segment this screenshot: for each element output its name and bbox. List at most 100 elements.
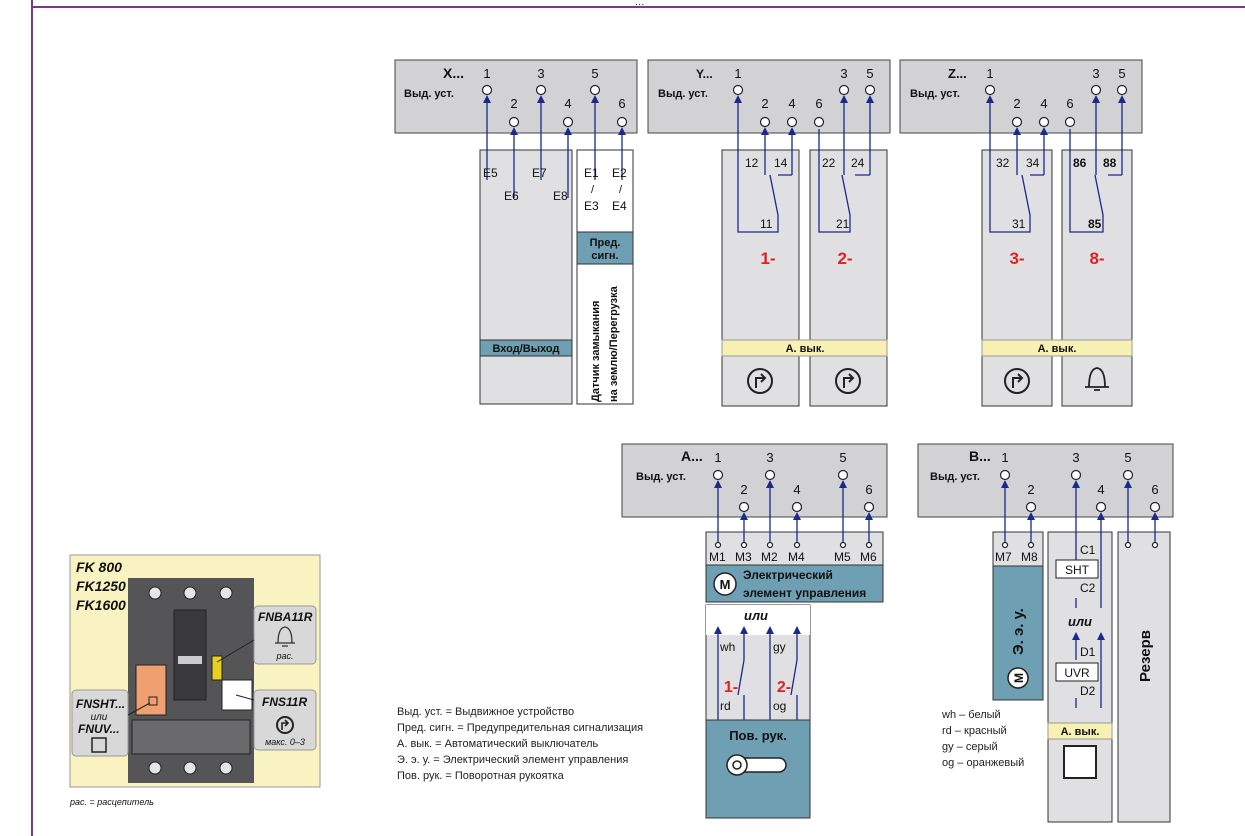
shunt-trip-marker [148,696,158,706]
a-term-4 [791,501,803,513]
color-legend-line: gy – серый [942,741,998,753]
breaker-screw [183,761,197,775]
x-io-box [479,149,573,405]
fnba-card [253,605,317,665]
breaker-screw [148,586,162,600]
x-term-2 [508,116,520,128]
x-e1: E1 [584,166,599,180]
x-e6: E6 [504,189,519,203]
legend-line: Выд. уст. = Выдвижное устройство [397,706,574,718]
y-relay-2: 2- [837,249,852,268]
breaker-window [131,719,251,755]
y-box-2 [809,149,888,407]
a-gy: gy [773,640,786,654]
z-name: Z... [948,66,967,81]
block-z: Z... Выд. уст. 1 2 4 6 3 5 32 34 31 86 8… [899,59,1143,407]
y-n4: 4 [788,96,795,111]
fnsht-card [71,689,129,757]
x-io-band [479,339,573,357]
y-term-5 [864,84,876,96]
y-c21: 21 [836,217,850,231]
y-c11: 11 [760,217,773,231]
y-term-6 [813,116,825,128]
a-pin [766,541,774,549]
a-term-5 [837,469,849,481]
b-sht-box [1055,559,1099,579]
z-term-1 [984,84,996,96]
z-vyd: Выд. уст. [910,88,960,100]
x-slash-2: / [619,184,623,196]
panel-maks: макс. 0–3 [265,737,305,747]
panel-ras: рас. [275,651,293,661]
alarm-contact-slot [211,655,223,681]
b-vyd: Выд. уст. [930,471,980,483]
b-uvr-box [1055,662,1099,682]
a-pov-label: Пов. рук. [729,728,787,743]
a-m2: M2 [761,550,778,564]
z-term-6 [1064,116,1076,128]
b-avyk-label: А. вык. [1061,726,1100,738]
y-relay-1: 1- [760,249,775,268]
panel-fk1250: FK1250 [76,578,126,594]
z-term-3 [1090,84,1102,96]
a-rd: rd [720,699,731,713]
panel-fnba: FNBA11R [258,610,313,624]
footnote: рас. = расцепитель [69,797,154,807]
z-c31: 31 [1012,217,1026,231]
pointer-line [127,702,151,716]
breaker-screw [219,761,233,775]
b-term-2 [1025,501,1037,513]
z-n4: 4 [1040,96,1047,111]
y-c24: 24 [851,156,865,170]
panel-fnuv: FNUV... [78,722,120,736]
z-term-2 [1011,116,1023,128]
b-term-3 [1070,469,1082,481]
y-term-4 [786,116,798,128]
y-c12: 12 [745,156,759,170]
a-wires [717,482,870,543]
z-term-4 [1038,116,1050,128]
x-term-1 [481,84,493,96]
x-sensor-2: на землю/Перегрузка [608,285,620,402]
turn-right-icon-arrow [755,373,767,388]
a-pin [793,541,801,549]
pointer-line [216,639,255,663]
turn-right-icon [747,368,773,394]
b-wires [1004,482,1156,708]
legend-line: Пов. рук. = Поворотная рукоятка [397,770,565,782]
title-strip [100,0,1160,6]
z-relay-8: 8- [1089,249,1104,268]
y-vyd: Выд. уст. [658,88,708,100]
x-n3: 3 [537,66,544,81]
panel-ili: или [91,712,108,723]
b-n6: 6 [1151,482,1158,497]
a-wh: wh [719,640,735,654]
turn-right-icon [276,716,294,734]
x-pred-2: сигн. [591,250,618,262]
x-pred-1: Пред. [590,237,621,249]
z-box-2 [1061,149,1133,407]
x-slash-1: / [591,184,595,196]
breaker-handle [178,656,202,664]
shunt-trip-slot [135,664,167,716]
a-pin [714,541,722,549]
b-pin [1124,541,1132,549]
panel-fk1600: FK1600 [76,597,126,613]
turn-right-icon-arrow [281,719,290,730]
b-term-4 [1095,501,1107,513]
product-panel: FK 800 FK1250 FK1600 FNBA11R рас. FNS11R… [69,554,321,807]
rotary-handle-icon [726,754,787,776]
x-e2: E2 [612,166,627,180]
a-motor-1: Электрический [743,568,833,582]
x-sensor-box [576,149,634,405]
a-term-6 [863,501,875,513]
x-pred-band [576,231,634,265]
y-avyk-label: А. вык. [786,343,825,355]
y-box-1 [721,149,800,407]
z-wires [989,97,1123,233]
y-wires [737,97,871,233]
x-e3: E3 [584,199,599,213]
b-n4: 4 [1097,482,1104,497]
turn-right-icon [835,368,861,394]
